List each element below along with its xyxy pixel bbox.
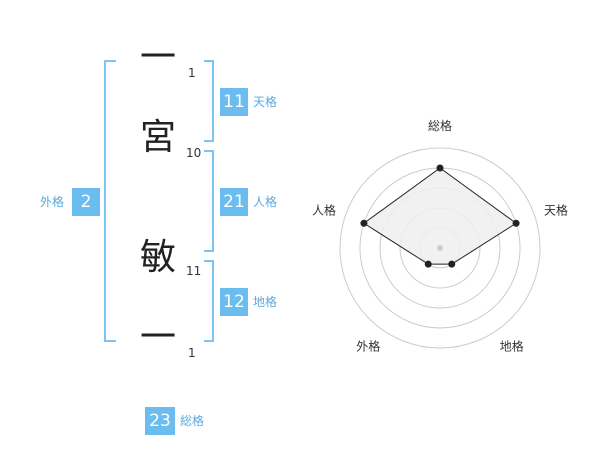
gaikaku-label: 外格 <box>40 195 65 209</box>
radar-axis-label-3: 地格 <box>500 339 524 354</box>
radar-center <box>437 245 443 251</box>
radar-point-5 <box>360 219 368 227</box>
gaikaku-badge: 2 <box>72 188 100 216</box>
radar-point-4 <box>424 260 432 268</box>
chikaku-badge: 12 <box>220 288 248 316</box>
name-char-1: 一 <box>140 37 177 78</box>
radar-point-1 <box>436 164 444 172</box>
gaikaku-bracket <box>104 60 116 342</box>
chikaku-bracket <box>204 260 214 342</box>
soukaku-label: 総格 <box>180 414 205 428</box>
name-char-4: 一 <box>140 317 177 358</box>
tenkaku-bracket <box>204 60 214 142</box>
jinkaku-badge: 21 <box>220 188 248 216</box>
name-char-2: 宮 <box>140 117 177 158</box>
tenkaku-badge: 11 <box>220 88 248 116</box>
stroke-count-2: 10 <box>186 146 202 160</box>
name-char-3: 敏 <box>140 237 177 278</box>
jinkaku-label: 人格 <box>253 195 278 209</box>
radar-polygon <box>363 167 517 265</box>
stroke-count-1: 1 <box>188 66 196 80</box>
stroke-count-4: 1 <box>188 346 196 360</box>
tenkaku-label: 天格 <box>253 95 278 109</box>
radar-axis-label-4: 外格 <box>356 339 380 354</box>
stroke-count-3: 11 <box>186 264 202 278</box>
radar-point-3 <box>448 260 456 268</box>
chikaku-label: 地格 <box>253 295 278 309</box>
jinkaku-bracket <box>204 150 214 252</box>
radar-axis-label-5: 人格 <box>312 202 336 217</box>
radar-point-2 <box>512 219 520 227</box>
radar-axis-label-1: 総格 <box>428 118 452 133</box>
radar-axis-label-2: 天格 <box>544 202 568 217</box>
radar-ring <box>339 147 541 349</box>
soukaku-badge: 23 <box>145 407 175 435</box>
